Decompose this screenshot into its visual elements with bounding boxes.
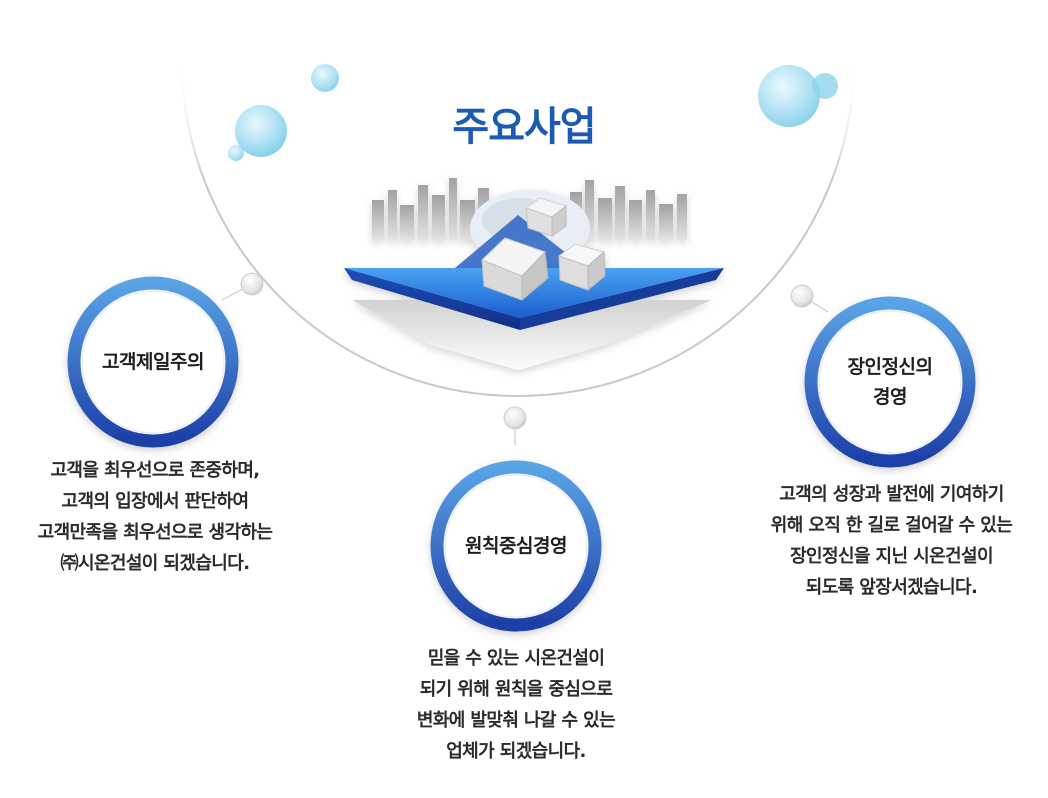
page-title: 주요사업 — [452, 104, 596, 150]
description-principle-management: 믿을 수 있는 시온건설이 되기 위해 원칙을 중심으로 변화에 발맞춰 나갈 … — [416, 648, 616, 762]
description-customer-first: 고객을 최우선으로 존중하며, 고객의 입장에서 판단하여 고객만족을 최우선으… — [37, 460, 273, 574]
ring-outline-left — [67, 276, 239, 448]
bubble-decoration — [235, 105, 287, 157]
ring-label: 고객제일주의 — [102, 351, 204, 373]
arc-knob-left — [240, 272, 264, 296]
bubble-decoration — [228, 145, 244, 161]
arc-knob-right — [790, 284, 814, 308]
ring-outline-center — [430, 460, 602, 632]
description-craftsmanship: 고객의 성장과 발전에 기여하기 위해 오직 한 길로 걸어갈 수 있는 장인정… — [770, 484, 1013, 598]
bubble-decoration — [311, 64, 339, 92]
value-ring-craftsmanship: 장인정신의 경영 — [798, 290, 982, 474]
large-arc-line — [181, 59, 855, 397]
value-ring-principle-management: 원칙중심경영 — [424, 454, 608, 638]
ring-outline-right — [804, 296, 976, 468]
ring-label: 장인정신의 경영 — [847, 356, 933, 408]
arc-knob-center — [503, 406, 527, 430]
cityscape-cubes-arrow-icon — [344, 178, 724, 370]
ring-label: 원칙중심경영 — [465, 535, 567, 557]
value-ring-customer-first: 고객제일주의 — [61, 270, 245, 454]
bubble-decoration — [758, 65, 820, 127]
bubble-decoration — [812, 73, 838, 99]
